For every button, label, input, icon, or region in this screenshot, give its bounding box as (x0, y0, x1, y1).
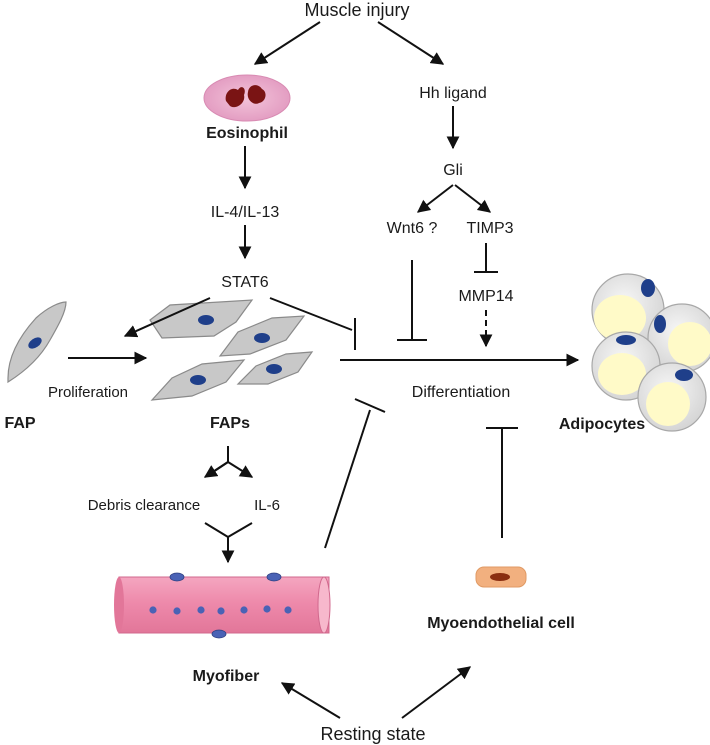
edge-faps-il6 (227, 461, 254, 478)
edge-merge-left (204, 522, 229, 538)
edge-faps-debris (203, 461, 229, 478)
adipocyte-nucleus (675, 369, 693, 381)
faps-label: FAPs (210, 415, 250, 432)
hh-ligand-label: Hh ligand (419, 85, 487, 102)
edge-gli-wnt6 (416, 184, 454, 213)
edge-stat6-faps (123, 297, 211, 338)
eosinophil-label: Eosinophil (206, 125, 288, 142)
myofiber-label: Myofiber (193, 668, 260, 685)
adipocyte-nucleus (654, 315, 666, 333)
title-muscle-injury: Muscle injury (304, 0, 409, 20)
faps-nucleus (266, 364, 282, 374)
faps-cell-3 (150, 359, 246, 401)
myofiber-nucleus (149, 606, 157, 614)
satellite-cell (211, 629, 227, 639)
adipocytes-cluster (591, 273, 710, 432)
myofiber-nucleus (197, 606, 205, 614)
gli-label: Gli (443, 162, 463, 179)
edge-injury-eosinophil (253, 21, 321, 65)
myofiber-nucleus (217, 607, 225, 615)
edge-rest-myofiber (280, 682, 341, 719)
adipocyte-nucleus (641, 279, 655, 297)
edge-merge-right (227, 522, 253, 538)
resting-state-label: Resting state (320, 724, 425, 744)
faps-nucleus (190, 375, 206, 385)
adipocyte-nucleus (616, 335, 636, 345)
eosinophil-granule-left (225, 87, 245, 108)
edge-gli-timp3 (454, 184, 492, 213)
inhibit-bar-myofiber (354, 398, 386, 413)
edge-injury-hh (377, 21, 445, 65)
myoendothelial-label: Myoendothelial cell (427, 615, 575, 632)
stat6-label: STAT6 (221, 274, 269, 291)
myofiber (114, 572, 331, 639)
satellite-cell (266, 572, 282, 582)
edge-myofiber-diff-inhibit (324, 409, 371, 549)
myofiber-nucleus (263, 605, 271, 613)
myoendothelial-nucleus (490, 573, 510, 581)
myofiber-nucleus (173, 607, 181, 615)
faps-nucleus (198, 315, 214, 325)
eosinophil-granule-right (247, 85, 266, 104)
fap-cell (7, 301, 67, 384)
adipocyte-4 (637, 362, 707, 432)
edge-faps-branch (209, 446, 229, 475)
faps-cluster (149, 299, 314, 401)
myoendothelial-cell (475, 566, 527, 588)
adipocytes-label: Adipocytes (559, 416, 645, 433)
wnt6-label: Wnt6 ? (387, 220, 438, 237)
il4-il13-label: IL-4/IL-13 (211, 204, 280, 221)
mmp14-label: MMP14 (458, 288, 513, 305)
myofiber-nucleus (240, 606, 248, 614)
eosinophil-cell (203, 74, 291, 122)
il6-label: IL-6 (254, 497, 280, 514)
fap-nucleus (28, 337, 42, 349)
faps-nucleus (254, 333, 270, 343)
edge-stat6-diff-inhibit (269, 297, 353, 331)
faps-cell-2 (218, 315, 306, 357)
fap-label: FAP (4, 415, 35, 432)
faps-cell-4 (236, 351, 314, 385)
faps-cell-1 (149, 299, 254, 339)
proliferation-label: Proliferation (48, 384, 128, 401)
edge-rest-myoendo (401, 666, 472, 719)
edges (68, 21, 580, 719)
myofiber-nucleus (284, 606, 292, 614)
differentiation-label: Differentiation (412, 384, 510, 401)
satellite-cell (169, 572, 185, 582)
timp3-label: TIMP3 (466, 220, 513, 237)
debris-clearance-label: Debris clearance (88, 497, 201, 514)
